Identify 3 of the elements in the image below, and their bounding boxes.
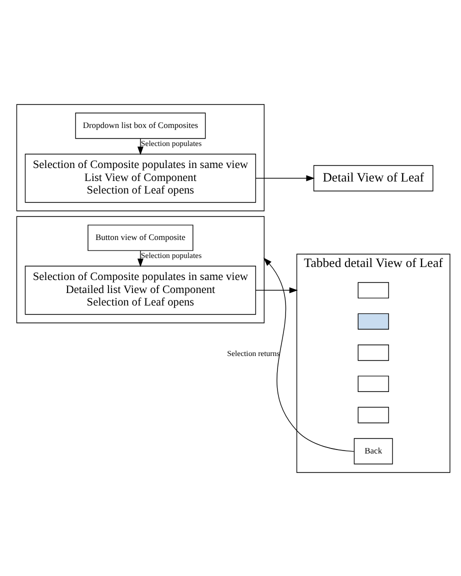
edge-label: Selection returns	[227, 348, 280, 358]
edge-label: Selection populates	[140, 138, 202, 148]
edge-label: Selection populates	[140, 250, 202, 260]
